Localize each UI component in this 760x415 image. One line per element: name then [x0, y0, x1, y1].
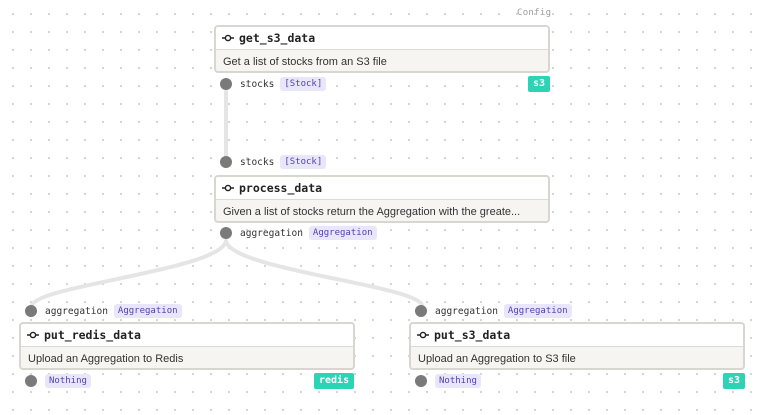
type-badge[interactable]: [Stock] — [280, 77, 327, 91]
type-badge[interactable]: Aggregation — [113, 304, 182, 318]
input-port-aggregation[interactable]: aggregation Aggregation — [415, 303, 572, 319]
op-header: put_redis_data — [21, 324, 353, 347]
tag-badge-s3[interactable]: s3 — [528, 76, 551, 92]
type-badge[interactable]: Nothing — [435, 374, 481, 388]
op-card-process-data[interactable]: process_data Given a list of stocks retu… — [214, 175, 550, 223]
output-port-nothing[interactable]: Nothing — [25, 373, 91, 389]
op-node-icon — [417, 331, 429, 339]
port-dot[interactable] — [415, 305, 427, 317]
op-node-icon — [222, 34, 234, 42]
edge-process-to-put-redis — [30, 239, 228, 307]
port-name: stocks — [240, 156, 275, 168]
op-header: process_data — [216, 177, 548, 200]
op-node-icon — [27, 331, 39, 339]
type-badge[interactable]: Nothing — [45, 374, 91, 388]
port-dot[interactable] — [415, 375, 427, 387]
port-dot[interactable] — [220, 78, 232, 90]
port-name: aggregation — [240, 227, 303, 239]
type-badge[interactable]: Aggregation — [308, 226, 377, 240]
op-card-get-s3-data[interactable]: get_s3_data Get a list of stocks from an… — [214, 25, 550, 73]
edge-process-to-put-s3 — [224, 239, 424, 307]
output-port-stocks[interactable]: stocks [Stock] — [220, 76, 327, 92]
op-header: get_s3_data — [216, 27, 548, 50]
port-dot[interactable] — [25, 305, 37, 317]
port-name: aggregation — [435, 305, 498, 317]
op-name: process_data — [239, 181, 323, 195]
op-name: put_redis_data — [44, 328, 141, 342]
tag-badge-s3[interactable]: s3 — [723, 373, 746, 389]
op-name: get_s3_data — [239, 31, 316, 45]
port-dot[interactable] — [25, 375, 37, 387]
op-node-icon — [222, 184, 234, 192]
output-port-aggregation[interactable]: aggregation Aggregation — [220, 225, 377, 241]
op-description: Upload an Aggregation to Redis — [28, 353, 184, 365]
op-header: put_s3_data — [411, 324, 743, 347]
op-description: Upload an Aggregation to S3 file — [418, 353, 576, 365]
op-description: Get a list of stocks from an S3 file — [223, 56, 387, 68]
op-description: Given a list of stocks return the Aggreg… — [223, 206, 521, 218]
op-name: put_s3_data — [434, 328, 511, 342]
output-port-nothing[interactable]: Nothing — [415, 373, 481, 389]
port-name: aggregation — [45, 305, 108, 317]
input-port-aggregation[interactable]: aggregation Aggregation — [25, 303, 182, 319]
port-dot[interactable] — [220, 156, 232, 168]
tag-badge-redis[interactable]: redis — [314, 373, 355, 389]
op-card-put-s3-data[interactable]: put_s3_data Upload an Aggregation to S3 … — [409, 322, 745, 370]
config-label[interactable]: Config — [517, 8, 552, 18]
op-card-put-redis-data[interactable]: put_redis_data Upload an Aggregation to … — [19, 322, 355, 370]
port-name: stocks — [240, 78, 275, 90]
type-badge[interactable]: [Stock] — [280, 155, 327, 169]
input-port-stocks[interactable]: stocks [Stock] — [220, 154, 327, 170]
port-dot[interactable] — [220, 227, 232, 239]
type-badge[interactable]: Aggregation — [503, 304, 572, 318]
